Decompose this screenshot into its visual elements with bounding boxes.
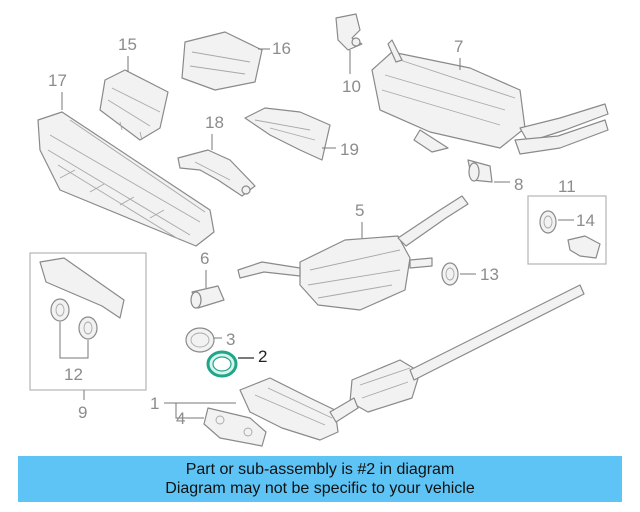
callout-11: 11 [558,177,576,196]
part-14-hanger-bracket[interactable] [539,210,601,259]
part-19-heat-shield[interactable] [244,107,331,161]
leader-12 [59,322,89,359]
callout-17: 17 [48,71,67,90]
callout-5: 5 [355,201,364,220]
callout-16: 16 [272,39,291,58]
part-17-heat-shield[interactable] [37,111,215,247]
callout-2: 2 [258,347,267,366]
callout-10: 10 [342,77,361,96]
callout-1: 1 [150,394,159,413]
callout-14: 14 [576,211,595,230]
part-5-middle-muffler[interactable] [237,195,469,311]
callout-12: 12 [64,365,83,384]
part-16-upper-heat-shield[interactable] [181,31,263,91]
part-13-hanger[interactable] [441,262,459,286]
info-banner: Part or sub-assembly is #2 in diagram Di… [18,456,622,502]
part-1-front-pipe-converter[interactable] [239,284,585,441]
callout-18: 18 [205,113,224,132]
part-4-flange-gasket[interactable] [203,407,267,447]
part-12-hanger-bracket[interactable] [39,257,125,340]
callout-6: 6 [200,249,209,268]
leader-1 [164,402,236,419]
part-8-clamp[interactable] [467,159,493,183]
callout-15: 15 [118,35,137,54]
callout-7: 7 [454,37,463,56]
part-3-gasket[interactable] [185,327,215,353]
part-2-gasket-highlighted[interactable] [206,350,238,378]
part-18-bracket[interactable] [177,149,256,197]
callout-19: 19 [340,140,359,159]
banner-line-2: Diagram may not be specific to your vehi… [165,480,475,497]
part-7-rear-muffler[interactable] [371,39,609,155]
exhaust-parts-diagram: 17 15 16 18 19 10 7 [29,13,609,447]
callout-4: 4 [176,409,185,428]
part-10-hanger[interactable] [335,13,363,51]
group-9-box [29,252,147,391]
part-15-heat-shield-plate[interactable] [99,69,169,141]
banner-line-1: Part or sub-assembly is #2 in diagram [185,461,455,478]
callout-13: 13 [480,265,499,284]
callout-3: 3 [226,330,235,349]
part-6-clamp[interactable] [190,285,225,309]
group-11-box [527,195,607,265]
callout-9: 9 [78,403,87,422]
callout-8: 8 [514,175,523,194]
